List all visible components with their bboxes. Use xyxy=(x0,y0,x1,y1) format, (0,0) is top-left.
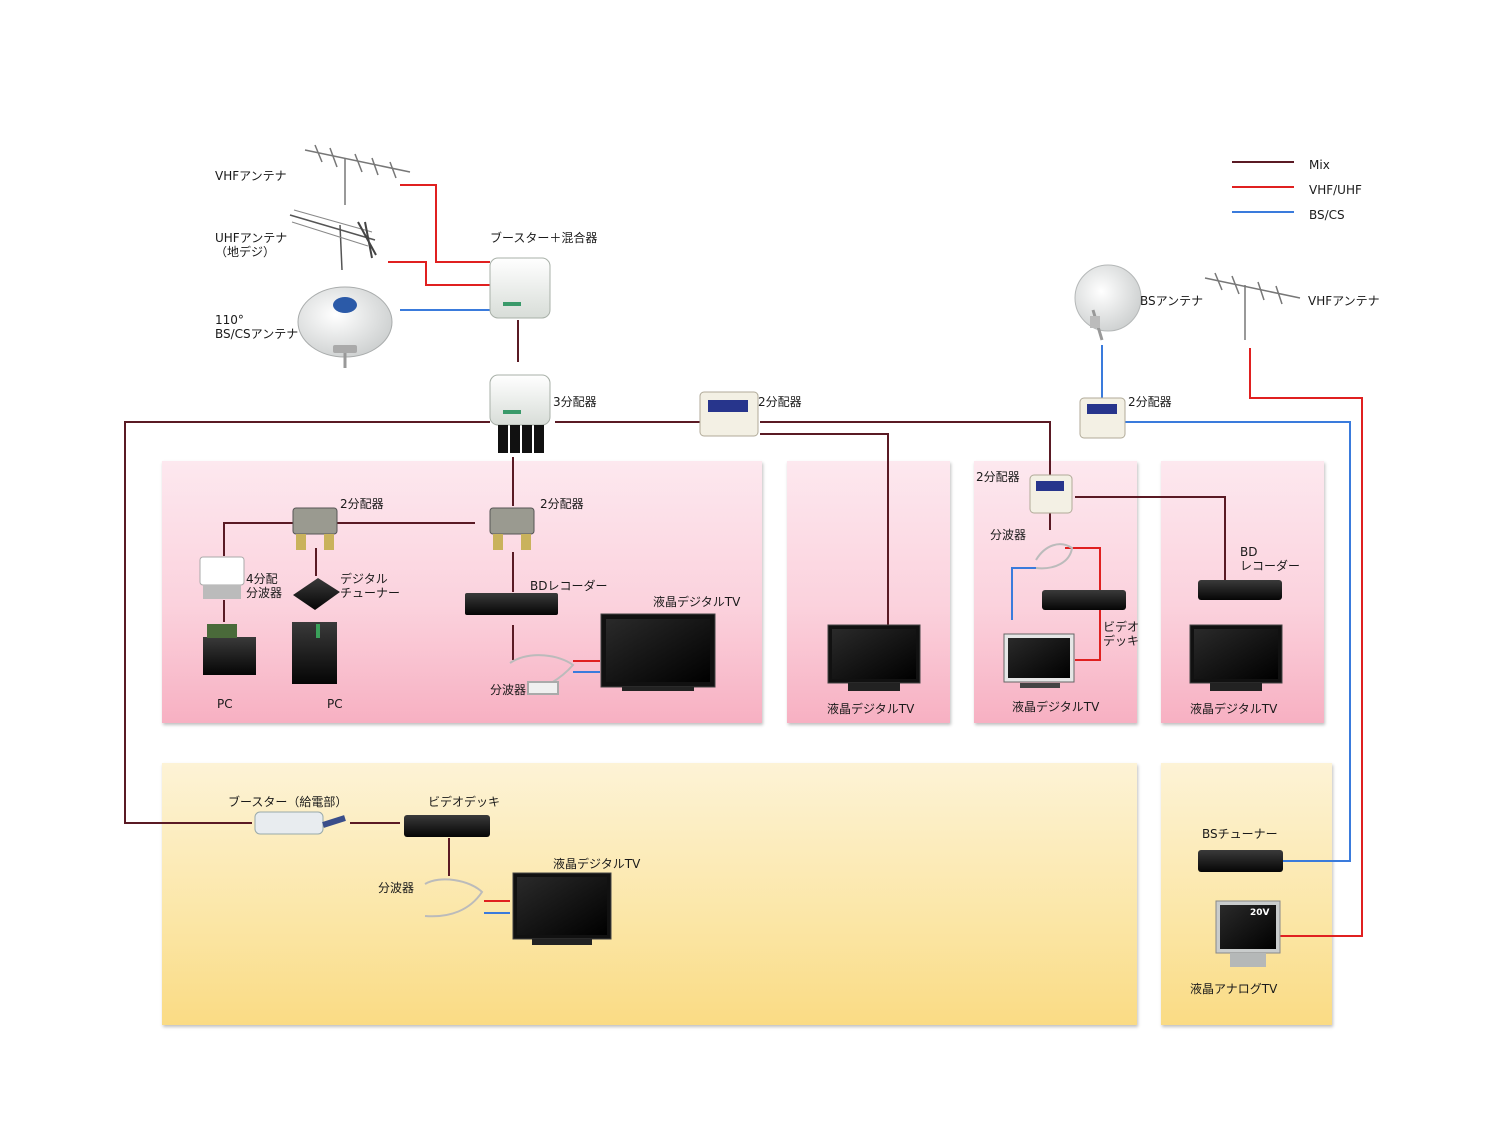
vhf-line xyxy=(1249,348,1363,937)
room1-4split-label: 4分配 分波器 xyxy=(246,572,283,600)
legend-swatch-mix xyxy=(1232,161,1294,163)
legend-label-bs-cs: BS/CS xyxy=(1309,208,1345,222)
vhf-line xyxy=(1075,610,1101,661)
room6-analog-tv-icon xyxy=(1215,900,1281,967)
room3-lcd-tv-icon xyxy=(1003,633,1075,688)
room5-booster-icon xyxy=(254,811,346,835)
bs-line xyxy=(1125,421,1351,862)
room6-bs-tuner-label: BSチューナー xyxy=(1202,827,1278,841)
uhf-line xyxy=(388,261,490,286)
room3-video-deck-icon xyxy=(1042,590,1126,610)
room5-diplexer-label: 分波器 xyxy=(378,881,415,895)
room1-pc1-icon xyxy=(203,624,256,675)
mix-line xyxy=(1075,496,1226,580)
room1-bd-recorder-label: BDレコーダー xyxy=(530,579,608,593)
room1-splitter-a-icon xyxy=(292,507,338,550)
mix-line xyxy=(760,421,1051,477)
room3-diplexer-label: 分波器 xyxy=(990,528,1027,542)
3way-splitter-icon xyxy=(489,374,551,453)
bscs-dish-icon xyxy=(297,286,393,368)
room5-lcd-tv-label: 液晶デジタルTV xyxy=(553,857,641,871)
bscs-antenna-label: 110° BS/CSアンテナ xyxy=(215,313,299,341)
room4-bd-recorder-label: BD レコーダー xyxy=(1240,545,1301,573)
booster-mixer-label: ブースター＋混合器 xyxy=(490,231,598,245)
room3-lcd-tv-label: 液晶デジタルTV xyxy=(1012,700,1100,714)
vhf-line xyxy=(1065,547,1101,590)
analog-tv-size-badge: 20V xyxy=(1250,908,1270,918)
room1-digital-tuner-label: デジタル チューナー xyxy=(340,572,401,600)
vhf-line xyxy=(400,184,490,263)
mix-line xyxy=(223,522,293,556)
room5-lcd-tv-icon xyxy=(512,872,612,945)
room1-splitter-b-label: 2分配器 xyxy=(540,497,584,511)
room3-video-deck-label: ビデオ デッキ xyxy=(1103,620,1140,648)
room4-lcd-tv-label: 液晶デジタルTV xyxy=(1190,702,1278,716)
legend-label-mix: Mix xyxy=(1309,158,1330,172)
uhf-antenna-icon xyxy=(289,209,377,271)
room6-analog-tv-label: 液晶アナログTV xyxy=(1190,982,1278,996)
room5-video-deck-icon xyxy=(404,815,490,837)
mix-line xyxy=(760,433,889,625)
room-5 xyxy=(162,763,1137,1025)
room4-bd-recorder-icon xyxy=(1198,580,1282,600)
legend-swatch-vhf-uhf xyxy=(1232,186,1294,188)
room3-diplexer-icon xyxy=(1035,543,1074,570)
room2-lcd-tv-icon xyxy=(827,624,921,691)
3way-splitter-label: 3分配器 xyxy=(553,395,597,409)
room6-bs-tuner-icon xyxy=(1198,850,1283,872)
bscs-line xyxy=(1011,567,1036,620)
room-6 xyxy=(1161,763,1332,1025)
vhf-uhf-lines xyxy=(388,184,1363,937)
vhf-antenna-label: VHFアンテナ xyxy=(215,169,287,183)
room5-booster-label: ブースター（給電部） xyxy=(228,795,348,809)
bs-dish-icon xyxy=(1074,264,1142,341)
room1-pc1-label: PC xyxy=(217,697,233,711)
bs-cs-lines xyxy=(400,309,1351,914)
2way-splitter-top-icon xyxy=(699,391,759,437)
2way-splitter-right-label: 2分配器 xyxy=(1128,395,1172,409)
room1-splitter-b-icon xyxy=(489,507,535,550)
mix-lines xyxy=(124,320,1226,876)
room1-diplexer-label: 分波器 xyxy=(490,683,527,697)
room3-splitter-label: 2分配器 xyxy=(976,470,1020,484)
room2-lcd-tv-label: 液晶デジタルTV xyxy=(827,702,915,716)
room1-pc2-label: PC xyxy=(327,697,343,711)
bs-antenna-label: BSアンテナ xyxy=(1140,294,1204,308)
vhf-antenna-2-icon xyxy=(1204,272,1301,340)
room3-splitter-icon xyxy=(1029,474,1073,514)
room5-video-deck-label: ビデオデッキ xyxy=(428,795,501,809)
room1-lcd-tv-icon xyxy=(600,613,716,691)
room1-digital-tuner-icon xyxy=(293,578,340,610)
2way-splitter-right-icon xyxy=(1079,397,1126,439)
legend-label-vhf-uhf: VHF/UHF xyxy=(1309,183,1362,197)
room1-lcd-tv-label: 液晶デジタルTV xyxy=(653,595,741,609)
vhf-antenna-2-label: VHFアンテナ xyxy=(1308,294,1380,308)
legend-swatch-bs-cs xyxy=(1232,211,1294,213)
room4-lcd-tv-icon xyxy=(1189,624,1283,691)
room5-diplexer-icon xyxy=(424,878,484,918)
uhf-antenna-label: UHFアンテナ （地デジ） xyxy=(215,231,288,259)
room1-pc2-icon xyxy=(292,622,337,684)
room1-4split-icon xyxy=(199,556,245,599)
room1-diplexer-icon xyxy=(509,654,575,695)
2way-splitter-top-label: 2分配器 xyxy=(758,395,802,409)
vhf-antenna-icon xyxy=(304,144,411,205)
mix-line xyxy=(124,421,490,824)
room1-bd-recorder-icon xyxy=(465,593,558,615)
room1-splitter-a-label: 2分配器 xyxy=(340,497,384,511)
booster-mixer-icon xyxy=(489,257,551,319)
